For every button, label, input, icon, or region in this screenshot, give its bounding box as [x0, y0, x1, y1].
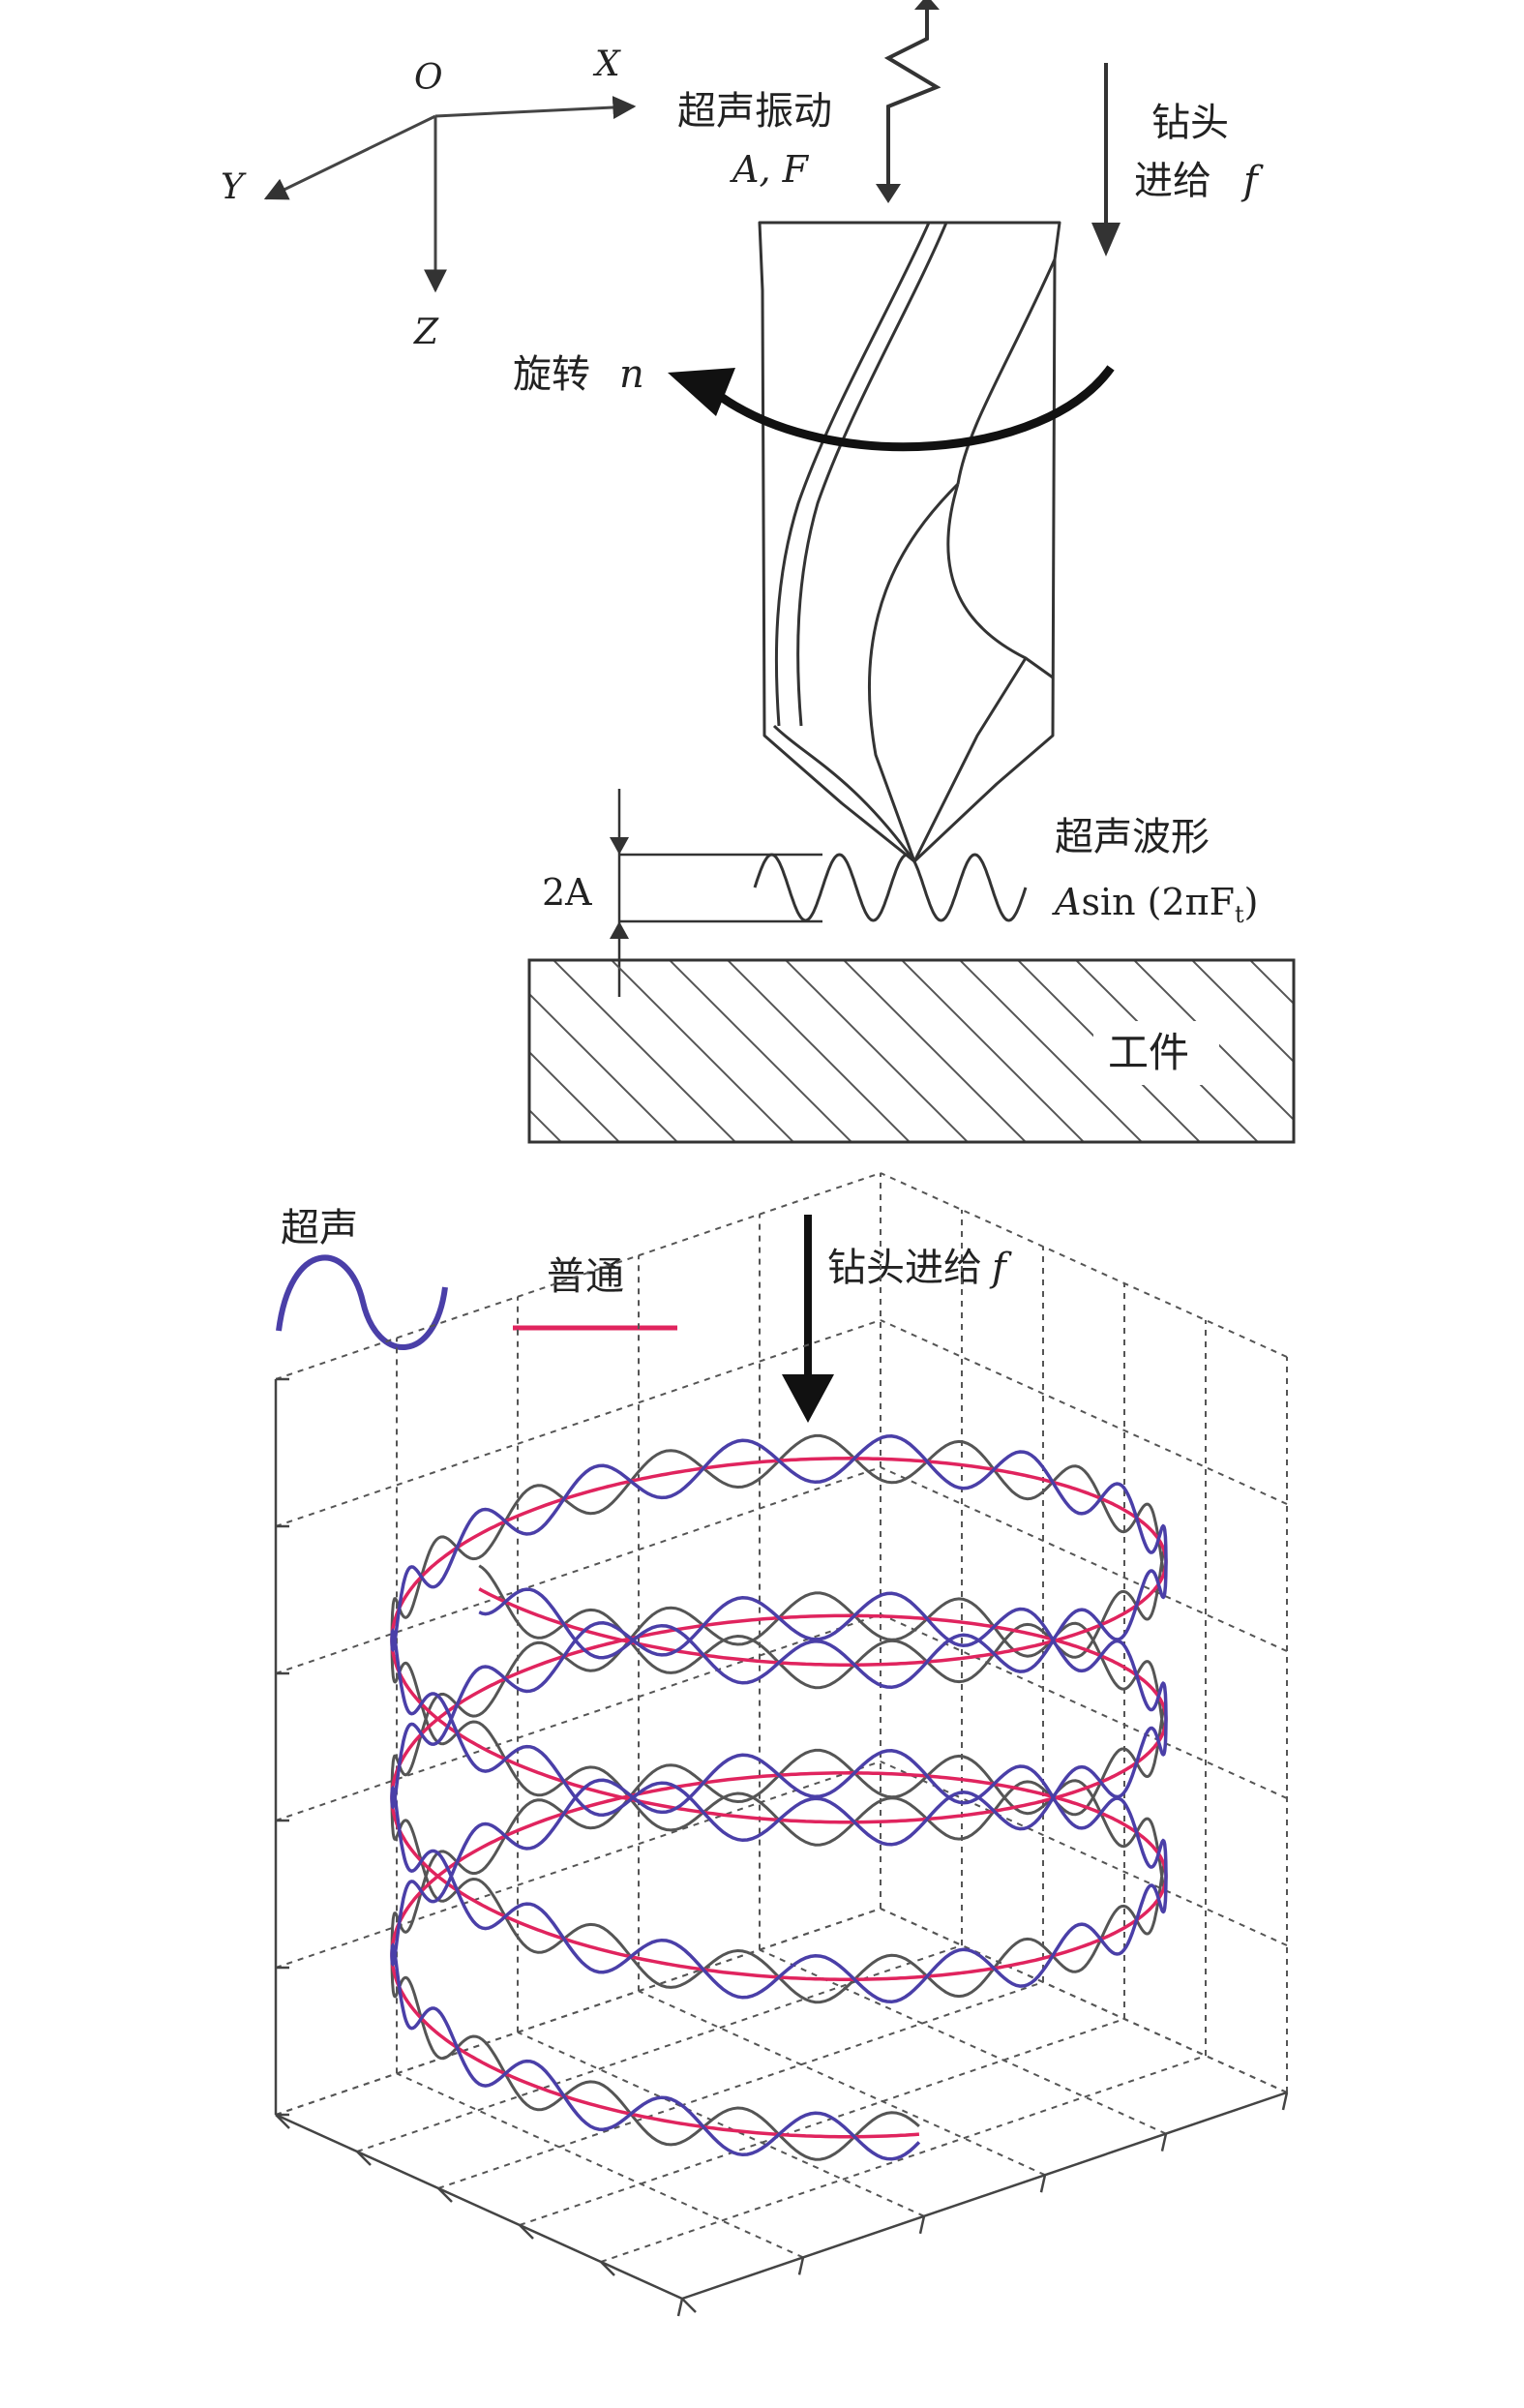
drill-feed-symbol: f [1240, 159, 1264, 203]
legend-ultrasonic-swatch [276, 1254, 448, 1350]
drill-chisel-2 [912, 483, 1028, 862]
drill-chisel-1 [867, 482, 960, 862]
ultrasonic-vibration-label: 超声振动 [677, 89, 832, 134]
drill-lip-1 [772, 724, 916, 862]
ordinary-drill-path [390, 1457, 1168, 2139]
y-axis-label: Y [221, 167, 247, 207]
rotation-arrow [668, 365, 1115, 452]
drill-lip-2 [1025, 656, 1054, 679]
plot-3d [274, 1172, 1289, 2317]
vibration-arrow [876, 0, 941, 203]
rotation-symbol: n [619, 352, 644, 397]
drill-bit [758, 221, 1061, 863]
bottom-feed-symbol: f [989, 1246, 1012, 1290]
y-axis-line [263, 114, 436, 200]
origin-label: O [414, 58, 443, 98]
drill-flute-1 [774, 222, 931, 727]
amplitude-label: 2A [542, 871, 592, 914]
x-axis-label: X [592, 45, 621, 84]
bottom-feed-label: 钻头进给 [827, 1246, 982, 1290]
legend-ultrasonic-label: 超声 [281, 1206, 358, 1250]
vibration-params-label: A, F [730, 148, 810, 191]
waveform-title: 超声波形 [1055, 815, 1210, 859]
x-axis-line [434, 96, 637, 120]
plot-grid [275, 1172, 1288, 2300]
drill-feed-label-line2: 进给 [1134, 159, 1211, 203]
drill-flute-3 [956, 258, 1057, 485]
legend-ordinary-label: 普通 [547, 1254, 624, 1299]
z-axis-label: Z [413, 313, 439, 352]
drill-feed-label-line1: 钻头 [1151, 101, 1229, 145]
secondary-ultrasonic-path [390, 1433, 1168, 2161]
waveform-formula: Asin (2πFt) [1052, 881, 1259, 928]
bottom-feed-arrow [782, 1215, 834, 1423]
ultrasonic-waveform [753, 853, 1028, 922]
drill-flute-2 [796, 222, 948, 727]
rotation-label: 旋转 [513, 352, 590, 397]
drill-feed-arrow [1091, 63, 1121, 256]
ultrasonic-drill-path [390, 1434, 1168, 2161]
workpiece-label: 工件 [1108, 1029, 1189, 1076]
plot-frame [274, 1377, 1289, 2317]
drill-body-outline [758, 221, 1061, 863]
coordinate-axes [263, 96, 637, 293]
workpiece-label-bg [1093, 1021, 1219, 1085]
